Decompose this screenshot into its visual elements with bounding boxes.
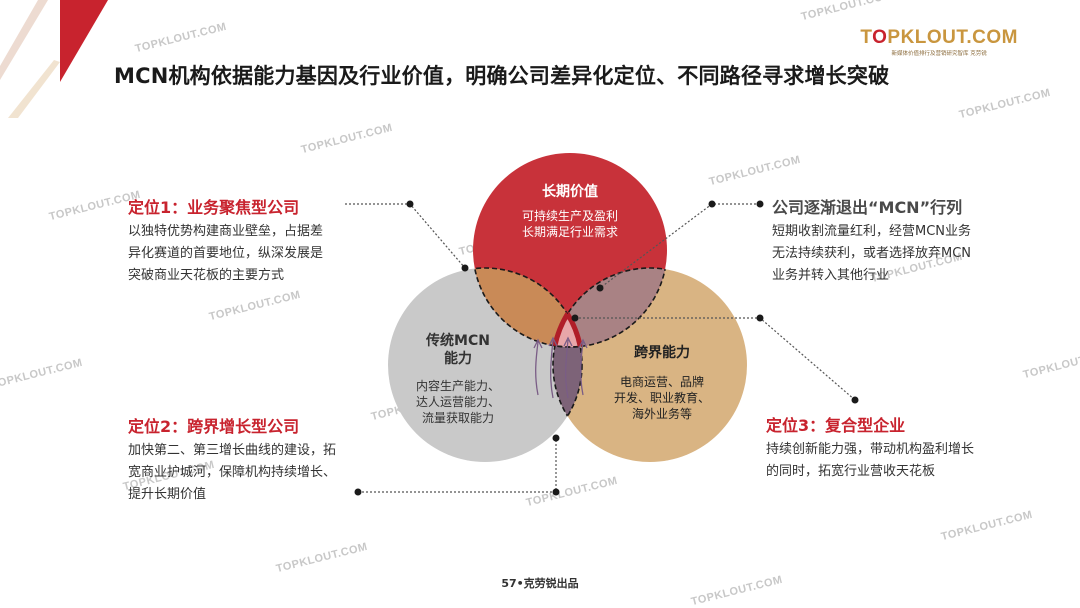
position-3-desc-line: 的同时，拓宽行业营收天花板 (766, 464, 936, 479)
venn-overlap-top-left (473, 268, 582, 347)
position-1-desc-line: 异化赛道的首要地位，纵深发展是 (128, 246, 324, 261)
position-1-block: 定位1：业务聚焦型公司 以独特优势构建商业壁垒，占据差 异化赛道的首要地位，纵深… (128, 194, 353, 287)
connector-dot (461, 264, 469, 272)
connector-dot (708, 200, 716, 208)
venn-top-label: 长期价值 可持续生产及盈利 长期满足行业需求 (500, 182, 640, 240)
position-2-desc: 加快第二、第三增长曲线的建设，拓 宽商业护城河，保障机构持续增长、 提升长期价值 (128, 440, 363, 506)
venn-top-desc-1: 可持续生产及盈利 (521, 209, 618, 223)
venn-right-label: 跨界能力 电商运营、品牌 开发、职业教育、 海外业务等 (603, 344, 721, 422)
connector-dot (756, 314, 764, 322)
connector-dot (596, 284, 604, 292)
page-footer: 57•克劳锐出品 (501, 577, 579, 590)
venn-left-desc-3: 流量获取能力 (421, 411, 494, 425)
connector-dot (552, 488, 560, 496)
position-1-title: 定位1：业务聚焦型公司 (128, 198, 300, 217)
connector-dot (851, 396, 859, 404)
venn-right-desc-3: 海外业务等 (631, 407, 692, 421)
brand-logo-text: TOPKLOUT.COM (860, 27, 1018, 48)
corner-decoration (0, 0, 108, 118)
exit-desc-line: 业务并转入其他行业 (772, 268, 890, 283)
brand-logo: TOPKLOUT.COM 新媒体价值排行及营销研究智库 克劳锐 (860, 27, 1018, 58)
brand-tagline: 新媒体价值排行及营销研究智库 克劳锐 (891, 51, 987, 57)
venn-left-desc-2: 达人运营能力、 (415, 395, 500, 409)
venn-left-desc-1: 内容生产能力、 (415, 379, 500, 393)
venn-right-title: 跨界能力 (634, 345, 690, 361)
position-2-block: 定位2：跨界增长型公司 加快第二、第三增长曲线的建设，拓 宽商业护城河，保障机构… (128, 413, 363, 506)
venn-right-desc-1: 电商运营、品牌 (619, 375, 704, 389)
position-3-title: 定位3：复合型企业 (766, 416, 906, 435)
venn-left-title-1: 传统MCN (426, 333, 490, 349)
position-3-desc: 持续创新能力强，带动机构盈利增长 的同时，拓宽行业营收天花板 (766, 439, 1006, 483)
position-1-desc-line: 突破商业天花板的主要方式 (128, 268, 285, 283)
exit-title: 公司逐渐退出“MCN”行列 (772, 198, 963, 217)
position-2-desc-line: 宽商业护城河，保障机构持续增长、 (128, 465, 337, 480)
position-1-desc: 以独特优势构建商业壁垒，占据差 异化赛道的首要地位，纵深发展是 突破商业天花板的… (128, 221, 353, 287)
exit-desc-line: 无法持续获利，或者选择放弃MCN (772, 246, 972, 261)
position-2-title: 定位2：跨界增长型公司 (128, 417, 300, 436)
exit-desc: 短期收割流量红利，经营MCN业务 无法持续获利，或者选择放弃MCN 业务并转入其… (772, 221, 1012, 287)
exit-desc-line: 短期收割流量红利，经营MCN业务 (772, 224, 972, 239)
venn-top-title: 长期价值 (542, 184, 598, 200)
venn-right-desc-2: 开发、职业教育、 (613, 391, 710, 405)
connector-dot (552, 434, 560, 442)
position-1-desc-line: 以独特优势构建商业壁垒，占据差 (128, 224, 324, 239)
connector-dot (756, 200, 764, 208)
position-2-desc-line: 加快第二、第三增长曲线的建设，拓 (128, 443, 337, 458)
exit-block: 公司逐渐退出“MCN”行列 短期收割流量红利，经营MCN业务 无法持续获利，或者… (772, 194, 1012, 287)
venn-top-desc-2: 长期满足行业需求 (521, 225, 618, 239)
venn-left-title-2: 能力 (444, 351, 472, 367)
position-3-desc-line: 持续创新能力强，带动机构盈利增长 (766, 442, 975, 457)
venn-left-label: 传统MCN 能力 内容生产能力、 达人运营能力、 流量获取能力 (400, 332, 516, 426)
connector-dot (354, 488, 362, 496)
venn-overlap-top-right (553, 268, 667, 347)
connector-dot (406, 200, 414, 208)
connector-p1 (345, 203, 466, 269)
position-3-block: 定位3：复合型企业 持续创新能力强，带动机构盈利增长 的同时，拓宽行业营收天花板 (766, 412, 1006, 483)
growth-arrows (533, 336, 588, 399)
connector-dot (571, 314, 579, 322)
page-title: MCN机构依据能力基因及行业价值，明确公司差异化定位、不同路径寻求增长突破 (114, 64, 890, 88)
position-2-desc-line: 提升长期价值 (128, 487, 207, 502)
